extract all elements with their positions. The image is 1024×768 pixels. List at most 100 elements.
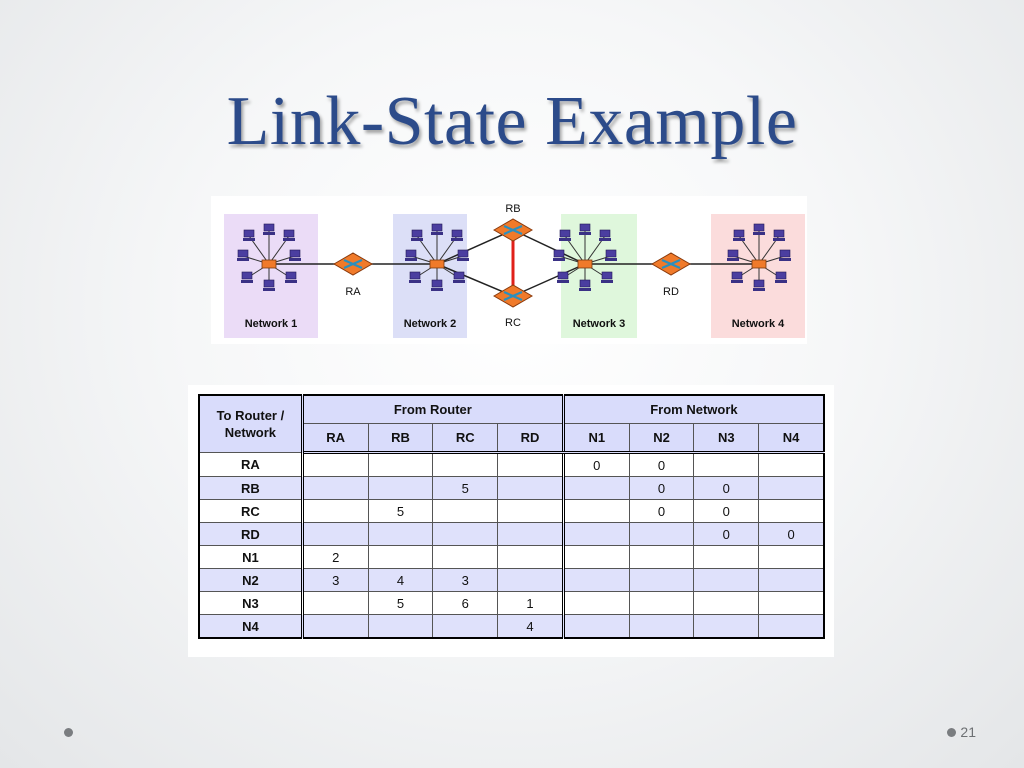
computer-icon — [283, 229, 295, 241]
table-cell — [497, 499, 564, 523]
table-cell — [561, 568, 630, 592]
row-label: RC — [198, 499, 304, 523]
table-cell — [628, 614, 695, 639]
table-cell — [561, 591, 630, 615]
row-label: RA — [198, 452, 304, 477]
column-header-n4: N4 — [758, 423, 825, 454]
computer-icon — [557, 271, 569, 283]
row-label: RB — [198, 476, 304, 500]
table-cell — [301, 614, 369, 639]
table-cell — [301, 476, 369, 500]
column-header-rd: RD — [497, 423, 564, 454]
table-cell — [758, 591, 825, 615]
hub-icon — [577, 259, 593, 269]
table-cell: 5 — [367, 591, 434, 615]
link-line — [436, 229, 514, 265]
computer-icon — [457, 249, 469, 261]
column-header-rb: RB — [367, 423, 434, 454]
table-cell — [367, 476, 434, 500]
computer-icon — [431, 279, 443, 291]
from-router-header: From Router — [301, 394, 564, 424]
computer-icon — [285, 271, 297, 283]
table-cell: 3 — [432, 568, 499, 592]
computer-icon — [733, 229, 745, 241]
table-cell — [497, 545, 564, 569]
computer-icon — [601, 271, 613, 283]
computer-icon — [727, 249, 739, 261]
table-cell — [432, 452, 499, 477]
table-cell — [497, 568, 564, 592]
table-cell — [432, 499, 499, 523]
left-bullet-dot — [64, 728, 73, 737]
table-cell — [758, 452, 825, 477]
hub-icon — [751, 259, 767, 269]
computer-icon — [731, 271, 743, 283]
table-cell — [758, 614, 825, 639]
table-cell — [367, 614, 434, 639]
table-cell — [561, 545, 630, 569]
table-cell: 0 — [628, 452, 695, 477]
computer-icon — [405, 249, 417, 261]
router-icon-rd — [651, 252, 691, 276]
table-cell — [301, 499, 369, 523]
network-label: Network 1 — [245, 318, 298, 330]
table-cell — [561, 499, 630, 523]
computer-icon — [775, 271, 787, 283]
table-cell — [693, 452, 760, 477]
table-cell — [758, 568, 825, 592]
table-cell: 0 — [758, 522, 825, 546]
computer-icon — [773, 229, 785, 241]
computer-icon — [263, 223, 275, 235]
slide-number: 21 — [960, 724, 976, 740]
link-line — [512, 263, 586, 297]
table-cell: 5 — [367, 499, 434, 523]
table-cell: 3 — [301, 568, 369, 592]
router-icon-ra — [333, 252, 373, 276]
table-cell: 0 — [628, 499, 695, 523]
router-label: RD — [663, 286, 679, 298]
table-cell — [628, 568, 695, 592]
computer-icon — [289, 249, 301, 261]
hub-icon — [429, 259, 445, 269]
table-cell: 0 — [628, 476, 695, 500]
table-cell — [432, 545, 499, 569]
link-line — [436, 263, 514, 297]
table-cell — [628, 591, 695, 615]
table-cell — [301, 452, 369, 477]
table-cell — [497, 522, 564, 546]
table-cell — [432, 522, 499, 546]
computer-icon — [453, 271, 465, 283]
row-label: N4 — [198, 614, 304, 639]
computer-icon — [451, 229, 463, 241]
table-cell — [561, 522, 630, 546]
computer-icon — [559, 229, 571, 241]
table-cell — [367, 452, 434, 477]
column-header-n3: N3 — [693, 423, 760, 454]
column-header-n1: N1 — [561, 423, 630, 454]
table-cell — [367, 522, 434, 546]
router-icon-rb — [493, 218, 533, 242]
slide-title: Link-State Example — [226, 83, 798, 160]
table-cell: 6 — [432, 591, 499, 615]
computer-icon — [605, 249, 617, 261]
router-label: RA — [345, 286, 361, 298]
table-cell: 0 — [693, 499, 760, 523]
computer-icon — [753, 223, 765, 235]
row-label: N3 — [198, 591, 304, 615]
computer-icon — [579, 223, 591, 235]
table-cell: 1 — [497, 591, 564, 615]
router-icon-rc — [493, 284, 533, 308]
row-label: N2 — [198, 568, 304, 592]
computer-icon — [779, 249, 791, 261]
corner-header-line2: Network — [224, 425, 277, 440]
table-cell — [561, 614, 630, 639]
table-cell: 0 — [561, 452, 630, 477]
table-cell — [497, 452, 564, 477]
table-cell — [758, 499, 825, 523]
